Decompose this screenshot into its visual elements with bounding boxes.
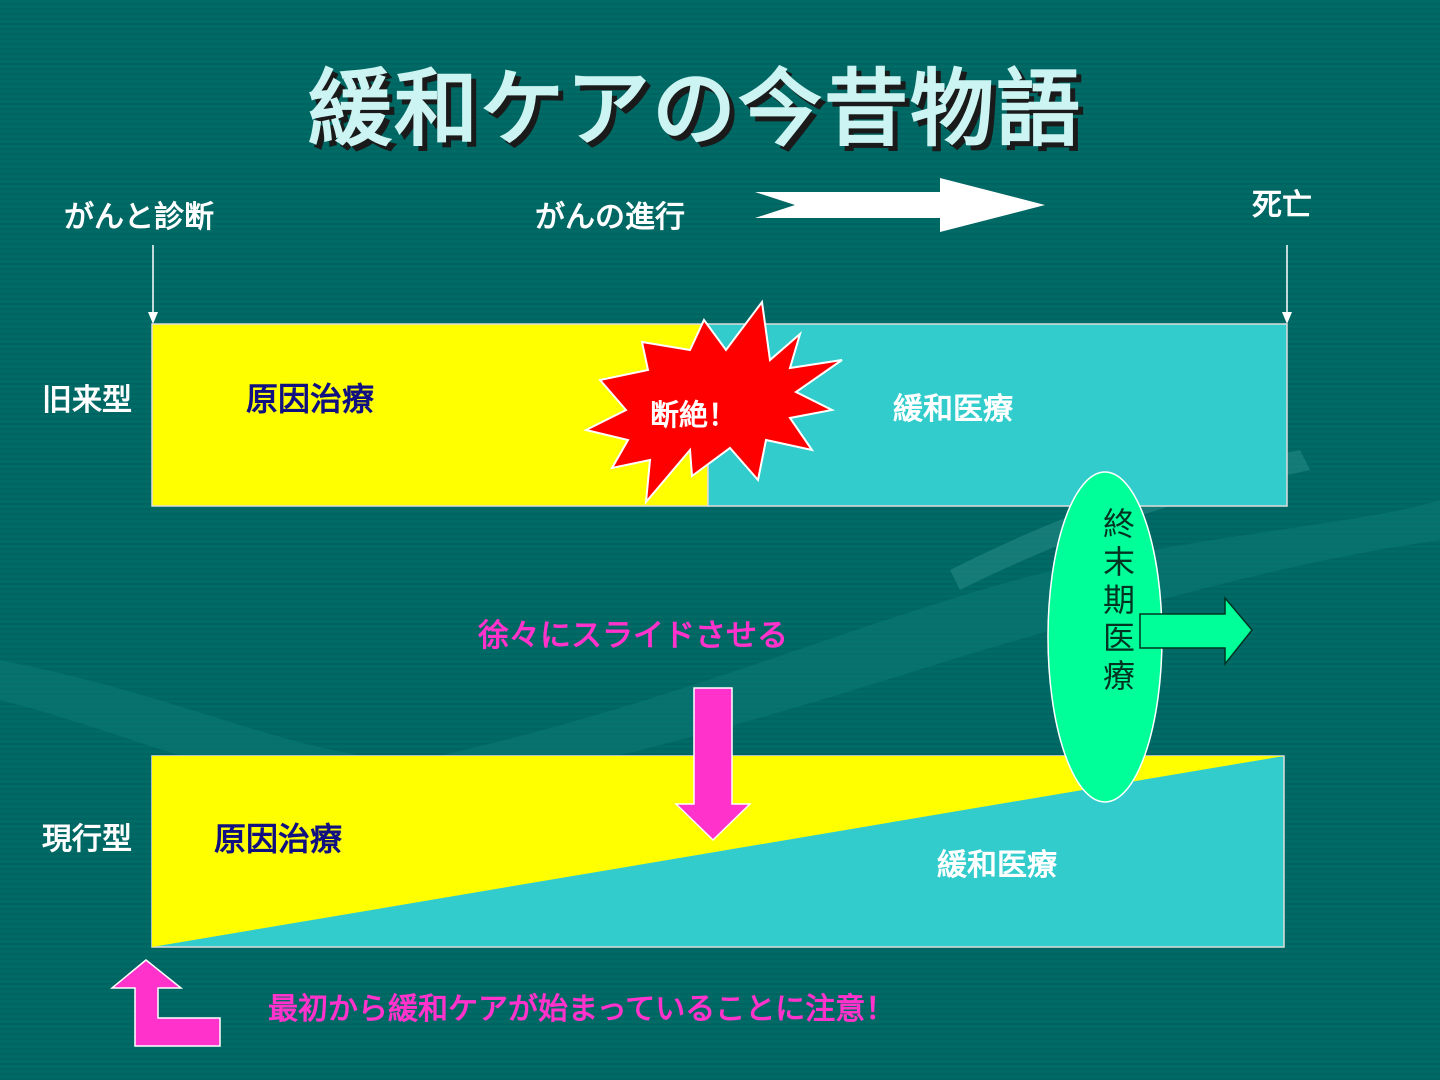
old-cause-treatment-label: 原因治療 [246,380,375,418]
death-label: 死亡 [1252,188,1312,223]
progression-label: がんの進行 [535,200,685,235]
new-cause-treatment-label: 原因治療 [214,820,343,858]
old-palliative-label: 緩和医療 [893,392,1013,427]
terminal-care-label: 終 末 期 医 療 [1102,505,1135,695]
new-model-row-label: 現行型 [42,822,132,857]
old-model-row-label: 旧来型 [42,383,132,418]
slide-gradually-note: 徐々にスライドさせる [478,618,788,654]
terminal-care-arrow-icon [1139,595,1253,667]
diagnosis-label: がんと診断 [64,200,214,235]
break-burst-icon [583,299,843,506]
slide-down-arrow-icon [674,687,752,842]
break-burst-label: 断絶！ [650,398,738,432]
death-marker-arrow-icon [1282,245,1292,324]
footnote: 最初から緩和ケアが始まっていることに注意！ [268,992,896,1027]
diagnosis-marker-arrow-icon [148,245,158,324]
progression-arrow-icon [755,178,1045,232]
return-up-arrow-icon [109,959,221,1047]
new-palliative-label: 緩和医療 [937,848,1057,883]
slide-title: 緩和ケアの今昔物語 [307,60,1082,158]
old-model-bar [151,323,1288,507]
